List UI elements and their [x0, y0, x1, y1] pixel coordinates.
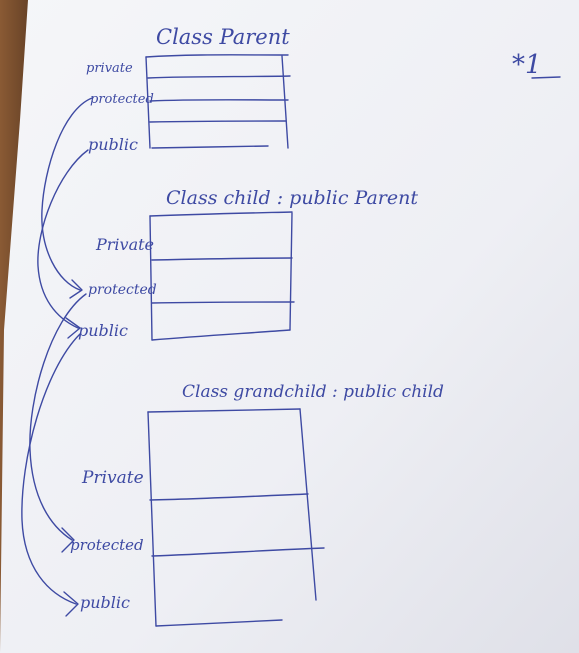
class-grandchild-title: Class grandchild : public child [182, 382, 444, 402]
class-parent-private-label: private [86, 61, 133, 76]
page-number-underline [531, 76, 561, 79]
inheritance-arrows [21, 97, 93, 617]
class-parent-title: Class Parent [156, 25, 290, 49]
class-grandchild-private-label: Private [81, 468, 144, 488]
class-box-grandchild [147, 408, 325, 627]
page-number: *1 [512, 50, 542, 80]
class-parent-public-label: public [88, 135, 138, 154]
class-box-child [149, 211, 295, 341]
class-child-public-label: public [78, 321, 128, 340]
class-parent-protected-label: protected [90, 92, 154, 107]
class-grandchild-protected-label: protected [70, 536, 144, 554]
class-child-title: Class child : public Parent [166, 187, 418, 209]
ink-drawing [21, 54, 561, 627]
class-child-protected-label: protected [88, 282, 157, 298]
class-grandchild-public-label: public [80, 593, 130, 612]
class-box-parent [145, 54, 291, 149]
class-child-private-label: Private [95, 235, 154, 254]
